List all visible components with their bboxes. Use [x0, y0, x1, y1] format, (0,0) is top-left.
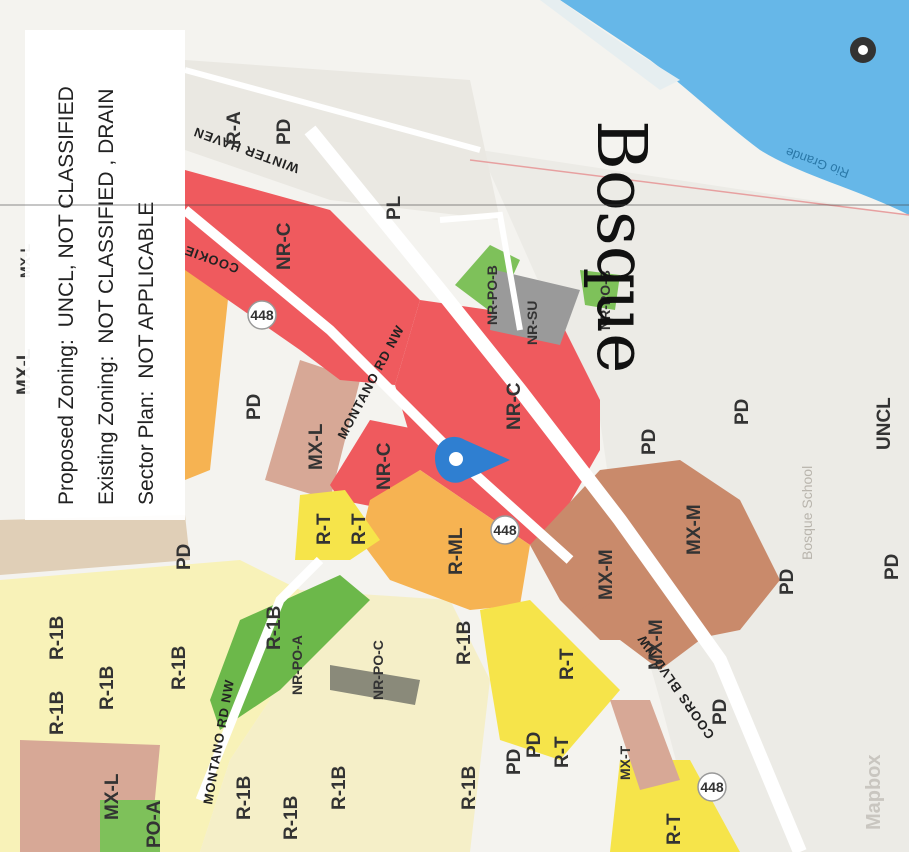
proposed-zoning-line: Proposed Zoning: UNCL, NOT CLASSIFIED	[55, 86, 78, 505]
nr-po-b-area-1	[455, 245, 520, 315]
zone-label-nrsu: NR-SU	[524, 301, 540, 345]
rt-area-middle	[480, 600, 620, 760]
zone-label-ra: R-A	[224, 111, 245, 145]
zone-label-nrc-2: NR-C	[504, 382, 525, 430]
mxm-area-2	[580, 570, 700, 670]
zone-label-mxm-1: MX-M	[596, 549, 617, 600]
svg-text:448: 448	[700, 779, 724, 795]
zone-label-pd-3: PD	[174, 544, 195, 570]
zone-label-rt-3: R-T	[557, 648, 578, 680]
montano-road-upper	[181, 206, 574, 564]
nr-po-a-area	[210, 575, 370, 730]
coors-road	[304, 125, 807, 852]
zone-label-pd-8: PD	[710, 699, 731, 725]
zone-label-r1b-4: R-1B	[169, 646, 190, 690]
zone-label-nrpoa: NR-PO-A	[289, 635, 305, 695]
nrc-area-upper	[185, 170, 420, 385]
montano-road-lower	[195, 556, 324, 802]
zone-label-r1b-1: R-1B	[47, 691, 68, 735]
pd-area-top	[185, 60, 500, 220]
winter-haven-road	[184, 67, 481, 153]
route-shield-lower: 448	[697, 772, 727, 802]
zoning-info-panel: Proposed Zoning: UNCL, NOT CLASSIFIED Ex…	[25, 30, 185, 520]
rt-area-upper	[295, 490, 380, 560]
sector-plan-line: Sector Plan: NOT APPLICABLE	[135, 202, 158, 505]
zone-label-nrpoc: NR-PO-C	[370, 640, 386, 700]
route-shield-upper: 448	[247, 300, 277, 330]
zone-label-rml: R-ML	[446, 527, 467, 575]
zone-label-pl: PL	[384, 195, 405, 220]
zone-label-r1b-8: R-1B	[281, 796, 302, 840]
r1b-area-center	[200, 590, 490, 852]
zone-label-uncl: UNCL	[874, 397, 895, 450]
zone-label-pd-9: PD	[504, 749, 525, 775]
zone-label-poa: PO-A	[144, 800, 165, 848]
zone-label-pd-2: PD	[244, 394, 265, 420]
zone-label-mxm-2: MX-M	[646, 619, 667, 670]
svg-text:448: 448	[493, 522, 517, 538]
zone-label-rt-4: R-T	[552, 736, 573, 768]
zone-label-r1b-5: R-1B	[264, 606, 285, 650]
school-label: Bosque School	[799, 466, 815, 560]
zone-label-nrpob-1: NR-PO-B	[484, 265, 500, 325]
zone-label-rt-1: R-T	[314, 513, 335, 545]
sector-label: Sector Plan:	[135, 391, 158, 505]
nr-po-b-area-2	[580, 270, 620, 310]
zone-label-r1b-6: R-1B	[454, 621, 475, 665]
zone-label-pd-1: PD	[274, 119, 295, 145]
zone-label-nrc-1: NR-C	[274, 222, 295, 270]
boundary-line	[469, 159, 909, 216]
sector-value: NOT APPLICABLE	[135, 202, 158, 379]
info-circle-icon[interactable]	[850, 37, 876, 63]
zone-label-mxl-1: MX-L	[306, 423, 327, 470]
zone-label-mxt: MX-T	[617, 745, 633, 780]
zone-label-mxm-3: MX-M	[684, 504, 705, 555]
zone-left-strip	[0, 515, 190, 575]
r-ml-left-edge	[185, 270, 230, 480]
zone-label-nrc-3: NR-C	[374, 442, 395, 490]
rml-area	[360, 470, 530, 610]
zone-label-rt-2: R-T	[349, 513, 370, 545]
zone-label-r1b-2: R-1B	[47, 616, 68, 660]
nr-po-c-area	[330, 665, 420, 705]
zone-label-pd-6: PD	[777, 569, 798, 595]
mxl-area-middle	[265, 360, 360, 500]
zone-label-pd-4: PD	[639, 429, 660, 455]
zone-label-mxl-2: MX-L	[102, 773, 123, 820]
zone-label-nrpob-2: NR-PO-B	[597, 270, 613, 330]
route-shield-middle: 448	[490, 515, 520, 545]
zone-label-r1b-9: R-1B	[329, 766, 350, 810]
poa-area	[100, 800, 160, 852]
zone-label-pd-10: PD	[524, 732, 545, 758]
river-bank	[540, 0, 680, 90]
zone-label-pd-7: PD	[882, 554, 903, 580]
river-water	[560, 0, 909, 215]
existing-value: NOT CLASSIFIED , DRAIN	[95, 89, 118, 344]
side-road	[439, 211, 523, 331]
zone-label-rt-5: R-T	[664, 813, 685, 845]
zone-labels: NR-C NR-C NR-C NR-PO-B NR-PO-B NR-SU NR-…	[14, 111, 903, 848]
zone-label-r1b-10: R-1B	[459, 766, 480, 810]
nrc-area-main	[395, 300, 600, 545]
existing-zoning-line: Existing Zoning: NOT CLASSIFIED , DRAIN	[95, 89, 118, 505]
mxt-area	[610, 700, 680, 790]
svg-text:448: 448	[250, 307, 274, 323]
mxm-area	[530, 460, 780, 640]
location-marker-icon[interactable]	[435, 436, 510, 483]
proposed-label: Proposed Zoning:	[55, 339, 78, 505]
zone-label-pd-5: PD	[732, 399, 753, 425]
existing-label: Existing Zoning:	[95, 356, 118, 505]
handwritten-bosque: Bosque	[581, 120, 660, 373]
zone-label-r1b-3: R-1B	[97, 666, 118, 710]
mapbox-logo: Mapbox	[863, 754, 885, 830]
proposed-value: UNCL, NOT CLASSIFIED	[55, 86, 78, 327]
zone-label-r1b-7: R-1B	[234, 776, 255, 820]
